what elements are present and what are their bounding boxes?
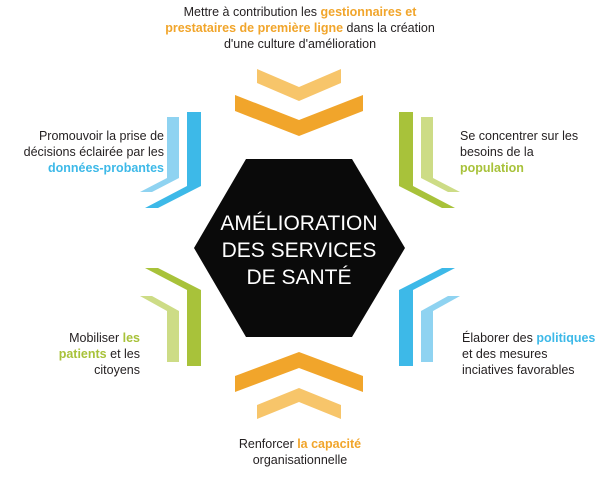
bottom-chevron-outer xyxy=(257,388,341,419)
label-top-highlight: gestionnaires et prestataires de premièr… xyxy=(165,5,417,35)
top-right-chevron-inner xyxy=(399,112,455,208)
label-top-post: dans la création d'une culture d'amélior… xyxy=(223,21,435,51)
top-left-chevron-outer xyxy=(140,117,179,192)
label-bottom: Renforcer la capacité organisationnelle xyxy=(200,436,400,468)
center-title-line-2: DES SERVICES xyxy=(222,239,377,262)
top-left-chevron-group xyxy=(140,112,201,208)
label-bottom-left-post: et les citoyens xyxy=(94,347,140,377)
bottom-right-chevron-inner xyxy=(399,268,455,366)
top-chevron-outer xyxy=(257,69,341,101)
bottom-chevron-group xyxy=(235,352,363,419)
label-bottom-pre: Renforcer xyxy=(238,437,298,451)
label-top-right-highlight: population xyxy=(460,161,524,175)
label-top-right-pre: Se concentrer sur les besoins de la xyxy=(460,129,579,159)
label-bottom-post: organisationnelle xyxy=(252,453,348,467)
bottom-left-chevron-group xyxy=(140,268,201,366)
label-top-pre: Mettre à contribution les xyxy=(183,5,321,19)
center-title-line-3: DE SANTÉ xyxy=(246,266,351,289)
label-top-right: Se concentrer sur les besoins de la popu… xyxy=(460,128,594,176)
top-left-chevron-inner xyxy=(145,112,201,208)
label-bottom-left-highlight: les patients xyxy=(58,331,140,361)
label-top-left: Promouvoir la prise de décisions éclairé… xyxy=(6,128,164,176)
label-bottom-right-pre: Élaborer des xyxy=(462,331,537,345)
label-bottom-right: Élaborer des politiques et des mesures i… xyxy=(462,330,596,378)
bottom-right-chevron-group xyxy=(399,268,460,366)
label-bottom-left: Mobiliser les patients et les citoyens xyxy=(30,330,140,378)
top-right-chevron-outer xyxy=(421,117,460,192)
label-bottom-right-post: et des mesures inciatives favorables xyxy=(462,347,575,377)
top-chevron-group xyxy=(235,69,363,136)
label-top: Mettre à contribution les gestionnaires … xyxy=(160,4,440,52)
bottom-chevron-inner xyxy=(235,352,363,392)
bottom-right-chevron-outer xyxy=(421,296,460,362)
label-top-left-pre: Promouvoir la prise de décisions éclairé… xyxy=(23,129,164,159)
top-right-chevron-group xyxy=(399,112,460,208)
center-title-line-1: AMÉLIORATION xyxy=(220,212,377,235)
bottom-left-chevron-inner xyxy=(145,268,201,366)
label-bottom-left-pre: Mobiliser xyxy=(69,331,123,345)
label-bottom-right-highlight: politiques xyxy=(536,331,596,345)
label-top-left-highlight: données-probantes xyxy=(48,161,164,175)
bottom-left-chevron-outer xyxy=(140,296,179,362)
label-bottom-highlight: la capacité xyxy=(297,437,362,451)
top-chevron-inner xyxy=(235,95,363,136)
center-hexagon xyxy=(194,159,405,337)
